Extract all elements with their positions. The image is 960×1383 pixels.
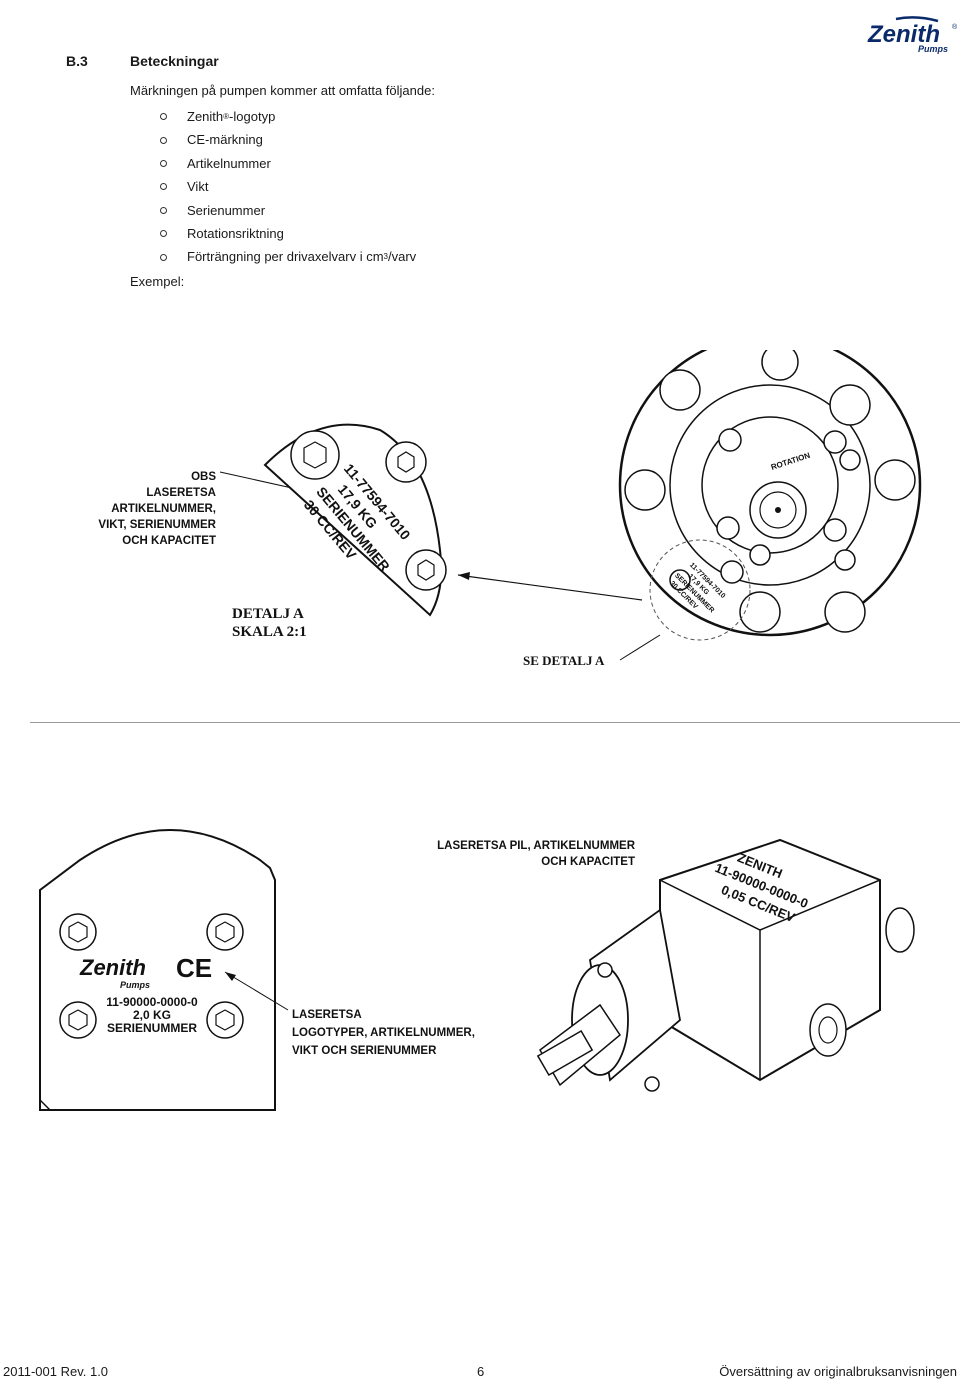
svg-text:LASERETSA PIL, ARTIKELNUMMER: LASERETSA PIL, ARTIKELNUMMER <box>437 840 636 852</box>
plate-zenith-logo: Zenith <box>79 955 146 980</box>
callout-lasertsa: LASERETSA LOGOTYPER, ARTIKELNUMMER, VIKT… <box>292 1009 475 1057</box>
svg-text:®: ® <box>952 23 958 31</box>
list-item: CE-märkning <box>160 128 416 151</box>
list-item: Serienummer <box>160 199 416 222</box>
svg-text:LASERETSA: LASERETSA <box>146 487 216 499</box>
detail-title: DETALJ A <box>232 606 304 622</box>
marking-list: Zenith®-logotyp CE-märkning Artikelnumme… <box>160 105 416 269</box>
pump-bottom-view-figure: Zenith Pumps CE 11-90000-0000-0 2,0 KG S… <box>39 829 915 1111</box>
svg-text:VIKT, SERIENUMMER: VIKT, SERIENUMMER <box>98 519 216 531</box>
pump-top-view-figure: OBS LASERETSA ARTIKELNUMMER, VIKT, SERIE… <box>98 350 922 668</box>
svg-text:OBS: OBS <box>191 471 216 483</box>
bullet-icon <box>160 253 167 261</box>
svg-text:SERIENUMMER: SERIENUMMER <box>107 1021 197 1035</box>
ce-mark: CE <box>176 953 212 983</box>
zenith-logo: Zenith ® Pumps <box>867 16 958 54</box>
svg-text:Pumps: Pumps <box>918 44 948 54</box>
svg-text:Zenith: Zenith <box>867 21 940 48</box>
bullet-icon <box>160 159 167 167</box>
svg-text:11-90000-0000-0: 11-90000-0000-0 <box>106 995 198 1009</box>
see-detail-leader <box>619 634 661 661</box>
bullet-icon <box>160 183 167 191</box>
svg-text:2,0 KG: 2,0 KG <box>133 1008 171 1022</box>
bullet-icon <box>160 206 167 214</box>
list-item: Rotationsriktning <box>160 222 416 245</box>
pump-isometric-view: ZENITH 11-90000-0000-0 0,05 CC/REV <box>536 838 915 1092</box>
svg-text:LASERETSA: LASERETSA <box>292 1009 362 1021</box>
section-number: B.3 <box>66 53 88 69</box>
list-item: Zenith®-logotyp <box>160 105 416 128</box>
svg-text:VIKT OCH SERIENUMMER: VIKT OCH SERIENUMMER <box>292 1045 437 1057</box>
arrow-head-icon <box>458 572 470 580</box>
list-item: Vikt <box>160 175 416 198</box>
detail-a-view: 11-77594-7010 17,9 KG SERIENUMMER 30 CC/… <box>263 423 447 617</box>
arrow-head-icon <box>225 972 236 981</box>
svg-text:OCH KAPACITET: OCH KAPACITET <box>122 535 216 547</box>
section-title: Beteckningar <box>130 53 219 69</box>
footer-page-number: 6 <box>477 1364 485 1379</box>
example-label: Exempel: <box>130 274 185 289</box>
callout-obs: OBS LASERETSA ARTIKELNUMMER, VIKT, SERIE… <box>98 471 216 547</box>
footer-revision: 2011-001 Rev. 1.0 <box>3 1364 109 1379</box>
bullet-icon <box>160 136 167 144</box>
pump-round-view: ROTATION 11-77594-7010 17,9 KG SERIENUMM… <box>618 350 922 641</box>
footer-title: Översättning av originalbruksanvisningen <box>719 1364 957 1379</box>
callout-leader <box>224 971 289 1011</box>
detail-arrow <box>457 574 643 601</box>
bullet-icon <box>160 230 167 238</box>
pump-front-plate: Zenith Pumps CE 11-90000-0000-0 2,0 KG S… <box>39 829 276 1111</box>
detail-scale: SKALA 2:1 <box>232 624 307 640</box>
see-detail-label: SE DETALJ A <box>523 653 605 668</box>
svg-text:LOGOTYPER, ARTIKELNUMMER,: LOGOTYPER, ARTIKELNUMMER, <box>292 1027 475 1039</box>
svg-text:Pumps: Pumps <box>120 980 150 990</box>
figure-divider <box>30 722 960 723</box>
svg-text:ARTIKELNUMMER,: ARTIKELNUMMER, <box>111 503 216 515</box>
callout-arrow-article: LASERETSA PIL, ARTIKELNUMMER OCH KAPACIT… <box>437 840 636 868</box>
bullet-icon <box>160 113 167 121</box>
intro-text: Märkningen på pumpen kommer att omfatta … <box>130 83 435 98</box>
svg-text:OCH KAPACITET: OCH KAPACITET <box>541 856 635 868</box>
list-item: Artikelnummer <box>160 152 416 175</box>
